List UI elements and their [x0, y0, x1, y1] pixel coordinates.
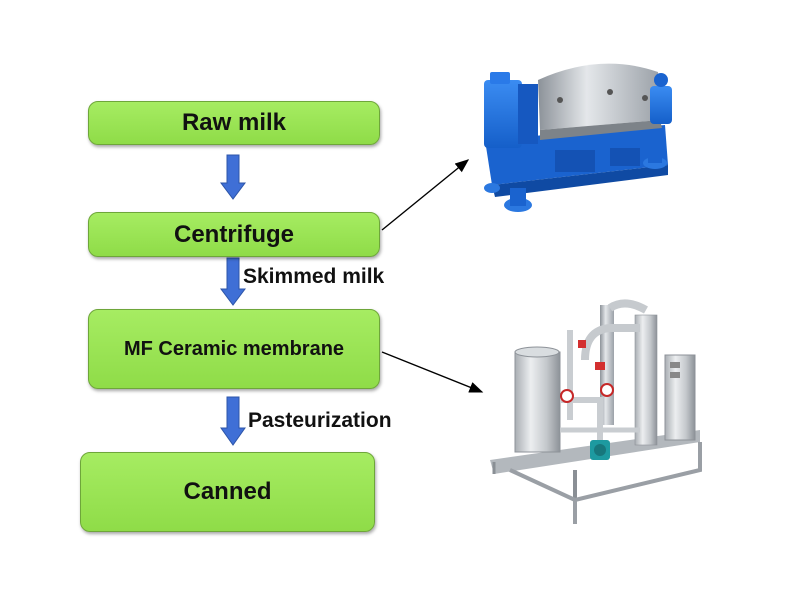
step-centrifuge-label: Centrifuge — [174, 220, 294, 248]
connector-centrifuge-to-image — [381, 159, 470, 231]
step-canned: Canned — [80, 452, 375, 532]
transition-label-skimmed-milk: Skimmed milk — [243, 265, 385, 288]
step-canned-label: Canned — [183, 478, 272, 505]
step-mf-ceramic-membrane: MF Ceramic membrane — [88, 309, 380, 389]
step-mf-label: MF Ceramic membrane — [123, 337, 345, 360]
transition-label-pasteurization: Pasteurization — [248, 409, 392, 432]
down-arrow-1 — [220, 154, 246, 200]
down-arrow-3 — [220, 396, 246, 446]
step-raw-milk: Raw milk — [88, 101, 380, 145]
step-raw-milk-label: Raw milk — [181, 109, 287, 136]
membrane-system-image — [490, 299, 702, 524]
connector-membrane-to-image — [381, 351, 484, 393]
down-arrow-2 — [220, 257, 246, 306]
centrifuge-machine-image — [484, 63, 672, 212]
step-centrifuge: Centrifuge — [88, 212, 380, 257]
